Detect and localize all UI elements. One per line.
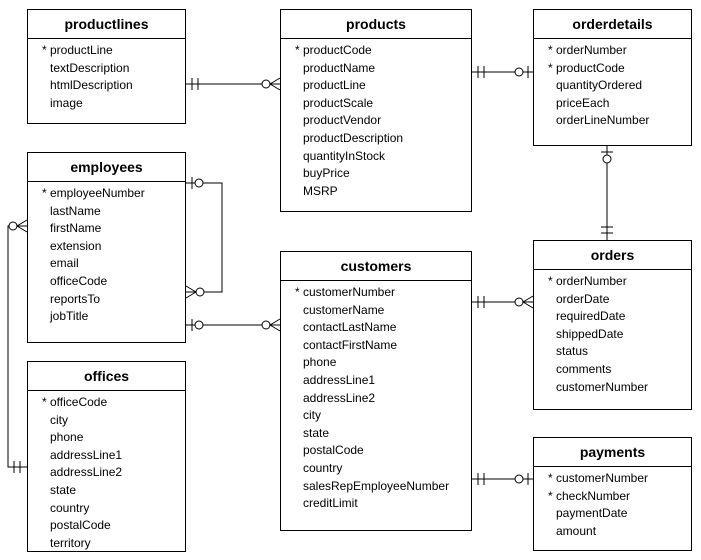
relationship-employees-self [185,177,223,299]
field-item: addressLine2 [303,390,376,405]
field-item: htmlDescription [50,78,133,93]
field-item: buyPrice [303,166,350,181]
field-item: status [556,344,589,359]
table-title: orderdetails [534,10,691,39]
relationship-productlines-products [186,77,281,91]
field-item: image [50,95,83,110]
field-item: comments [556,361,612,376]
field-list: * orderNumber * productCode quantityOrde… [534,39,691,130]
table-offices[interactable]: offices * officeCode city phone addressL… [27,361,186,552]
field-item: requiredDate [556,309,626,324]
table-employees[interactable]: employees * employeeNumber lastName firs… [27,152,186,343]
field-item: orderLineNumber [556,113,650,128]
table-title: payments [534,438,691,467]
field-item: contactFirstName [303,337,398,352]
field-item: addressLine2 [50,465,123,480]
table-orders[interactable]: orders * orderNumber orderDate requiredD… [533,240,692,410]
table-productlines[interactable]: productlines * productLine textDescripti… [27,9,186,124]
field-item: addressLine1 [303,372,376,387]
field-item: email [50,256,79,271]
field-item: phone [303,355,337,370]
field-item: phone [50,430,84,445]
field-item: city [303,408,321,423]
field-item: quantityOrdered [556,78,643,93]
relationship-offices-employees [7,219,28,473]
field-item: city [50,412,68,427]
field-item: amount [556,523,597,538]
field-item: productName [303,60,376,75]
field-list: * productLine textDescription htmlDescri… [28,39,185,112]
field-list: * officeCode city phone addressLine1 add… [28,391,185,552]
field-item: productVendor [303,113,382,128]
table-products[interactable]: products * productCode productName produ… [280,9,472,212]
field-item: * checkNumber [547,488,631,503]
field-item: addressLine1 [50,447,123,462]
field-item: state [303,425,330,440]
field-item: * productCode [294,43,372,57]
field-item: shippedDate [556,326,624,341]
table-title: productlines [28,10,185,39]
table-title: employees [28,153,185,182]
field-item: country [303,460,343,475]
relationship-customers-payments [471,473,533,485]
field-item: reportsTo [50,291,101,306]
field-item: * officeCode [41,395,108,409]
field-item: customerName [303,302,385,317]
field-list: * employeeNumber lastName firstName exte… [28,182,185,326]
field-item: quantityInStock [303,148,386,163]
field-item: state [50,482,77,497]
field-item: priceEach [556,95,610,110]
field-item: * orderNumber [547,43,627,57]
field-item: * orderNumber [547,274,627,288]
field-item: * customerNumber [547,471,649,485]
table-title: orders [534,241,691,270]
field-list: * customerNumber * checkNumber paymentDa… [534,467,691,540]
field-item: postalCode [303,443,364,458]
table-customers[interactable]: customers * customerNumber customerName … [280,251,472,531]
field-item: customerNumber [556,379,649,394]
field-item: productDescription [303,130,404,145]
field-item: extension [50,238,102,253]
relationship-customers-orders [471,295,534,309]
table-title: offices [28,362,185,391]
field-item: lastName [50,203,101,218]
table-orderdetails[interactable]: orderdetails * orderNumber * productCode… [533,9,692,146]
field-item: salesRepEmployeeNumber [303,478,450,493]
relationship-products-orderdetails [471,66,533,78]
field-item: officeCode [50,273,108,288]
table-payments[interactable]: payments * customerNumber * checkNumber … [533,437,692,551]
relationship-orders-orderdetails [601,146,613,240]
field-item: paymentDate [556,506,628,521]
table-title: products [281,10,471,39]
field-item: orderDate [556,291,610,306]
field-item: contactLastName [303,320,397,335]
field-item: productScale [303,95,374,110]
field-item: * employeeNumber [41,186,145,200]
field-item: creditLimit [303,496,358,511]
field-item: firstName [50,221,102,236]
field-item: * customerNumber [294,285,396,299]
field-item: * productCode [547,60,625,75]
field-item: * productLine [41,43,113,57]
field-item: country [50,500,90,515]
field-item: territory [50,535,91,550]
field-item: textDescription [50,60,130,75]
field-item: postalCode [50,518,111,533]
field-item: jobTitle [50,309,89,324]
field-list: * productCode productName productLine pr… [281,39,471,200]
field-list: * orderNumber orderDate requiredDate shi… [534,270,691,396]
field-item: MSRP [303,183,338,198]
relationship-employees-customers [186,318,281,332]
field-item: productLine [303,78,366,93]
field-list: * customerNumber customerName contactLas… [281,281,471,513]
table-title: customers [281,252,471,281]
